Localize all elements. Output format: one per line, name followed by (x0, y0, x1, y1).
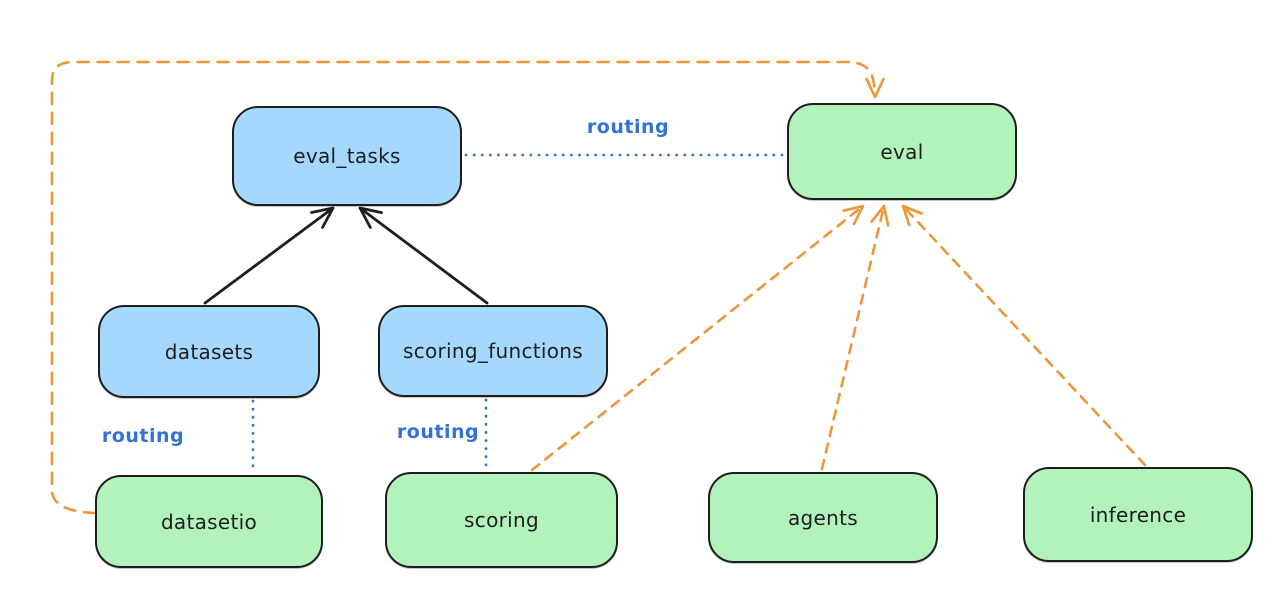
node-scoring-functions: scoring_functions (378, 305, 608, 397)
edge-datasets-to-eval-tasks (203, 206, 335, 305)
node-agents-label: agents (788, 505, 858, 530)
edge-scoring-to-eval (530, 204, 865, 472)
edge-label-routing-datasets: routing (101, 425, 185, 447)
node-datasetio: datasetio (95, 475, 323, 568)
edge-agents-to-eval (820, 204, 890, 471)
edge-label-routing-top: routing (586, 116, 670, 138)
edge-scoring-functions-to-eval-tasks (358, 206, 489, 305)
node-scoring: scoring (385, 472, 618, 568)
node-scoring-label: scoring (464, 508, 539, 532)
node-eval-label: eval (880, 139, 924, 164)
node-scoring-functions-label: scoring_functions (402, 339, 584, 363)
edge-label-routing-scoring: routing (396, 421, 480, 443)
node-datasetio-label: datasetio (160, 509, 258, 534)
edge-datasetio-to-eval (50, 60, 885, 515)
node-eval-tasks-label: eval_tasks (293, 144, 401, 168)
node-agents: agents (708, 472, 938, 563)
node-datasets-label: datasets (164, 339, 254, 364)
node-datasets: datasets (98, 305, 320, 398)
node-inference: inference (1023, 467, 1253, 562)
node-inference-label: inference (1089, 502, 1187, 527)
edge-inference-to-eval (901, 204, 1147, 467)
node-eval-tasks: eval_tasks (232, 106, 462, 206)
node-eval: eval (787, 103, 1017, 200)
